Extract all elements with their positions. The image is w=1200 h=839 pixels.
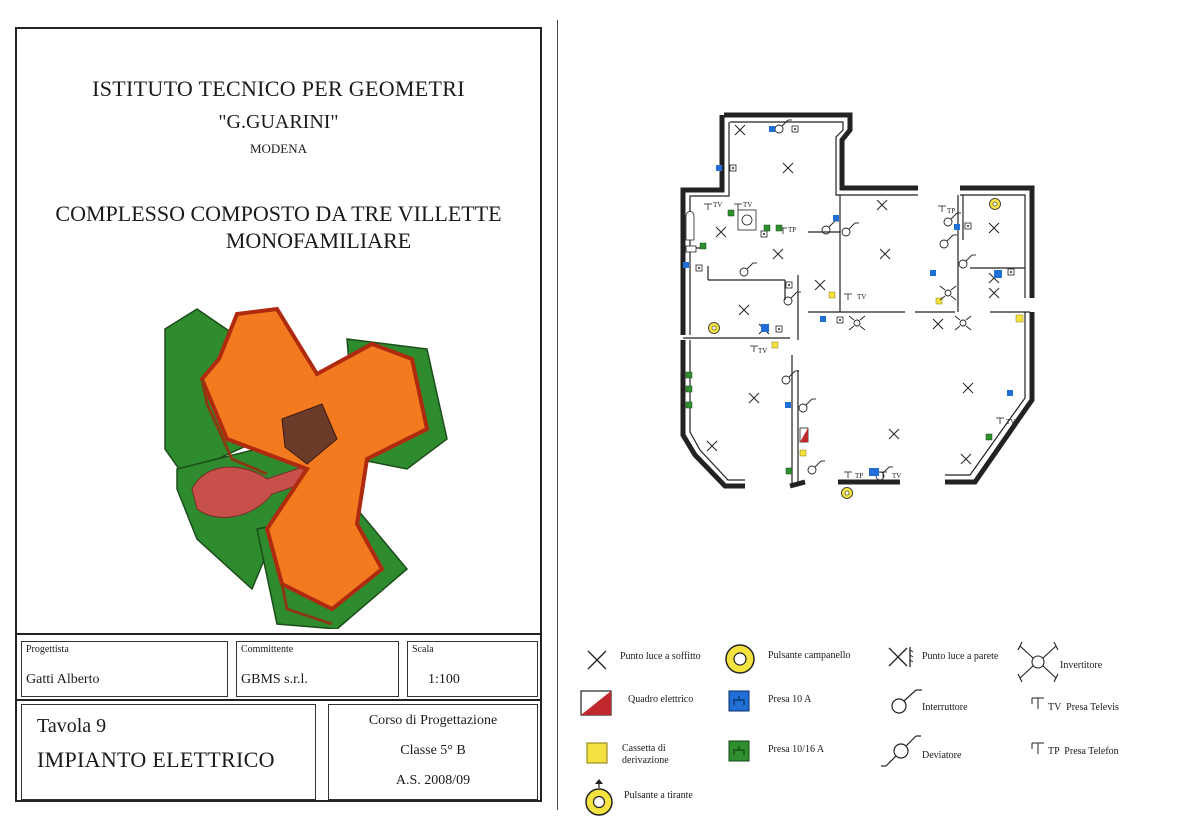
electrical-panel: [799, 427, 809, 443]
project-title-line2: MONOFAMILIARE: [225, 228, 412, 253]
course-name: Corso di Progettazione: [368, 713, 498, 728]
tv-tp-labels: TV TV TP TP TV TV TV TP TV: [713, 201, 1015, 480]
project-title-line1: COMPLESSO COMPOSTO DA TRE VILLETTE: [55, 201, 502, 226]
legend-socket-10-16a: Presa 10/16 A: [768, 744, 825, 755]
junction-box-icon: [586, 742, 608, 764]
tp-label: TP: [947, 207, 955, 215]
socket-10-16a-icon: [728, 740, 750, 762]
inner-wall-lines: [683, 121, 1030, 486]
legend-socket-10a: Presa 10 A: [768, 694, 812, 705]
legend-wall-light: Punto luce a parete: [922, 651, 999, 662]
legend-junction-box-1: Cassetta di: [622, 743, 666, 754]
legend-switch: Interruttore: [922, 702, 968, 713]
floor-plan: TV TV TP TP TV TV TV TP TV: [680, 112, 1035, 499]
legend-pull-button: Pulsante a tirante: [624, 790, 693, 801]
scale-label: Scala: [412, 644, 434, 655]
sheet-info-row: Tavola 9 IMPIANTO ELETTRICO Corso di Pro…: [17, 699, 540, 804]
socket-10-16a-points: [685, 209, 993, 475]
sheet-separator: [557, 20, 558, 810]
building-render: [164, 306, 448, 629]
wall-light-points: [706, 124, 972, 465]
tv-tp-sockets: [703, 203, 1005, 479]
wall-light-icon: [888, 647, 914, 667]
course-class: Classe 5° B: [400, 743, 466, 758]
legend-ceiling-light: Punto luce a soffitto: [620, 651, 701, 662]
sheet-title: IMPIANTO ELETTRICO: [37, 747, 275, 772]
switch-icon: [891, 689, 922, 714]
school-subname: "G.GUARINI": [218, 111, 339, 133]
phone-socket-icon: [1031, 742, 1044, 754]
junction-box-points: [771, 291, 1024, 457]
pull-button-icon: [585, 779, 613, 816]
client-value: GBMS s.r.l.: [241, 672, 308, 687]
socket-10a-points: [683, 126, 1013, 476]
ceiling-light-icon: [587, 650, 607, 670]
legend-inverter: Invertitore: [1060, 660, 1103, 671]
ceiling-light-points: [715, 162, 1000, 440]
course-cell: Corso di Progettazione Classe 5° B A.S. …: [328, 704, 538, 800]
info-row: Progettista Gatti Alberto Committente GB…: [17, 633, 540, 701]
tp-label: TP: [855, 472, 863, 480]
tv-label: TV: [743, 201, 752, 209]
client-cell: Committente GBMS s.r.l.: [236, 641, 399, 697]
client-label: Committente: [241, 644, 294, 655]
tp-label: TP: [788, 226, 796, 234]
fixtures: [685, 209, 757, 253]
designer-label: Progettista: [26, 644, 69, 655]
inverter-points: [848, 285, 972, 331]
designer-value: Gatti Alberto: [26, 672, 100, 687]
tv-label: TV: [892, 472, 901, 480]
designer-cell: Progettista Gatti Alberto: [21, 641, 228, 697]
bell-button-icon: [725, 644, 755, 674]
tv-label: TV: [758, 347, 767, 355]
diverter-icon: [881, 735, 921, 767]
tv-label: TV: [1006, 418, 1015, 426]
school-city: MODENA: [249, 141, 308, 156]
sheet-number: Tavola 9: [37, 715, 107, 737]
inverter-icon: [1017, 641, 1059, 683]
bell-buttons: [708, 198, 1001, 499]
legend-diverter: Deviatore: [922, 750, 962, 761]
legend-tv-socket: TV Presa Televis: [1048, 702, 1119, 713]
tv-socket-icon: [1031, 697, 1044, 709]
legend-panel: Quadro elettrico: [628, 694, 694, 705]
tv-label: TV: [713, 201, 722, 209]
tv-label: TV: [857, 293, 866, 301]
scale-value: 1:100: [428, 672, 460, 687]
title-sheet: ISTITUTO TECNICO PER GEOMETRI "G.GUARINI…: [15, 27, 542, 802]
school-name: ISTITUTO TECNICO PER GEOMETRI: [92, 76, 465, 101]
school-year: A.S. 2008/09: [395, 773, 471, 788]
legend-junction-box-2: derivazione: [622, 755, 669, 766]
electrical-panel-icon: [580, 690, 612, 716]
legend-phone-socket: TP Presa Telefon: [1048, 746, 1119, 757]
socket-10a-icon: [728, 690, 750, 712]
outer-walls: [680, 112, 1035, 489]
legend-bell-button: Pulsante campanello: [768, 650, 851, 661]
scale-cell: Scala 1:100: [407, 641, 538, 697]
sheet-title-cell: Tavola 9 IMPIANTO ELETTRICO: [21, 704, 316, 800]
